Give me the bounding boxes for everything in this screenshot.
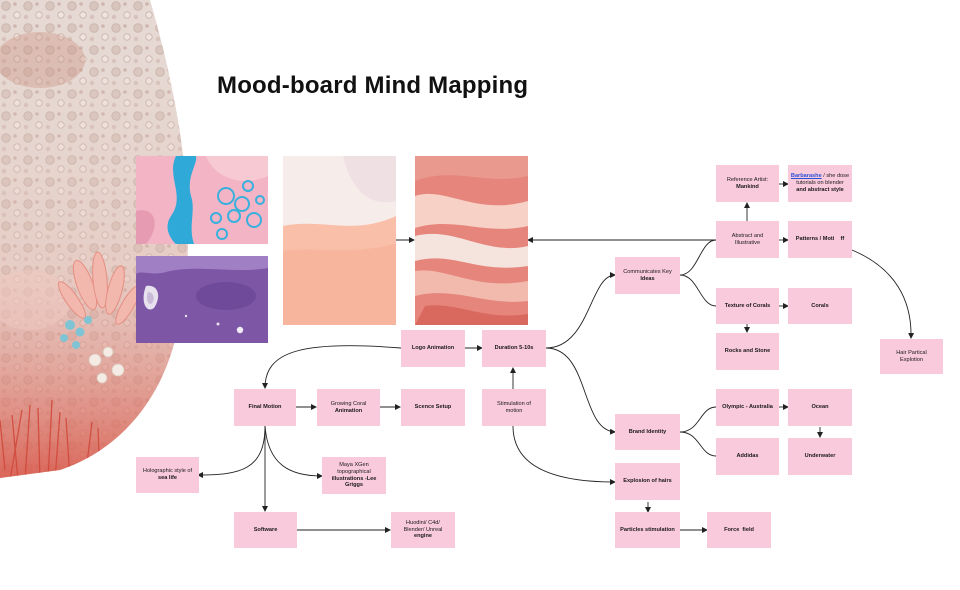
texture-of-corals-node: Texture of Corals: [716, 288, 779, 324]
maya-xgen-node: Maya XGen topographical illustrations -L…: [322, 457, 386, 494]
coral-marble-swirl-image: [415, 156, 528, 325]
hair-particle-explosion-node: Hair Partical Explotion: [880, 339, 943, 374]
growing-coral-animation-node: Growing Coral Animation: [317, 389, 380, 426]
rocks-and-stone-node: Rocks and Stone: [716, 333, 779, 370]
abstract-illustrative-node: Abstract and Illustrative: [716, 221, 779, 258]
ocean-node: Ocean: [788, 389, 852, 426]
underwater-node: Underwater: [788, 438, 852, 475]
communicates-key-ideas-node: Communicates Key Ideas: [615, 257, 680, 294]
holographic-sea-life-node: Holographic style of sea life: [136, 457, 199, 493]
page-title: Mood-board Mind Mapping: [217, 72, 529, 99]
reference-artist-node: Reference Artist: Mankind: [716, 165, 779, 202]
logo-animation-node: Logo Animation: [401, 330, 465, 367]
blue-pink-marble-image: [136, 156, 268, 244]
brand-identity-node: Brand Identity: [615, 414, 680, 450]
artist-note-node: Barbarashe / she dose tutorials on blend…: [788, 165, 852, 202]
software-node: Software: [234, 512, 297, 548]
addidas-node: Addidas: [716, 438, 779, 475]
force-field-node: Force field: [707, 512, 771, 548]
stimulation-of-motion-node: Stimulation of motion: [482, 389, 546, 426]
final-motion-node: Final Motion: [234, 389, 296, 426]
olympic-australia-node: Olympic - Australia: [716, 389, 779, 426]
duration-node: Duration 5-10s: [482, 330, 546, 367]
pink-white-texture-image: [283, 156, 396, 325]
particles-stimulation-node: Particles stimulation: [615, 512, 680, 548]
artist-link[interactable]: Barbarashe: [790, 173, 822, 180]
scene-setup-node: Scence Setup: [401, 389, 465, 426]
corals-node: Corals: [788, 288, 852, 324]
purple-paint-image: [136, 256, 268, 343]
software-tools-node: Huodini/ C4d/ Blender/ Unreal engine: [391, 512, 455, 548]
explosion-of-hairs-node: Explosion of hairs: [615, 463, 680, 500]
patterns-motif-node: Patterns / Moti ff: [788, 221, 852, 258]
